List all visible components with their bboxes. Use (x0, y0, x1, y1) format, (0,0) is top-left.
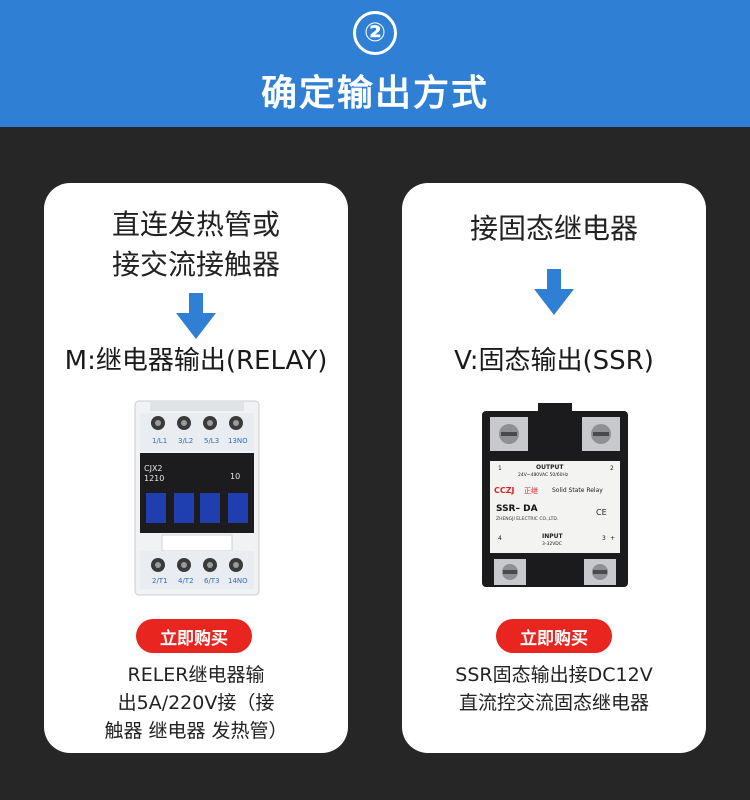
brand-logo: CCZJ (494, 486, 515, 495)
arrow-down-icon (176, 293, 216, 339)
terminal-label: 6/T3 (204, 577, 220, 585)
buy-now-button[interactable]: 立即购买 (496, 619, 612, 653)
terminal-number: 1 (498, 465, 502, 472)
page-title: 确定输出方式 (260, 73, 489, 114)
contactor-product-image: 1/L1 3/L2 5/L3 13NO CJX2 1210 10 2/T1 4/… (134, 400, 260, 596)
card-heading-line: 直连发热管或 (111, 208, 280, 241)
relay-output-card: 直连发热管或 接交流接触器 M:继电器输出(RELAY) 1/L1 3/L2 5… (44, 183, 348, 753)
description-line: SSR固态输出接DC12V (455, 664, 653, 686)
description-line: 触器 继电器 发热管） (104, 720, 288, 742)
card-heading-line: 接固态继电器 (469, 212, 638, 245)
polarity-mark: + (610, 535, 615, 542)
description-line: 出5A/220V接（接 (117, 692, 275, 714)
terminal-label: 5/L3 (204, 437, 219, 445)
solid-state-relay-product-image: 1 OUTPUT 24V~480VAC 50/60Hz 2 CCZJ 正继 So… (482, 403, 628, 587)
input-rating: 3-32VDC (542, 541, 562, 547)
model-label: 1210 (144, 474, 164, 483)
description-line: RELER继电器输 (127, 664, 265, 686)
terminal-label: 4/T2 (178, 577, 194, 585)
product-type-label: Solid State Relay (552, 487, 603, 494)
terminal-label: 14NO (228, 577, 248, 585)
terminal-number: 4 (498, 535, 502, 542)
terminal-number: 2 (610, 465, 614, 472)
output-label: OUTPUT (536, 464, 564, 471)
output-mode-label: M:继电器输出(RELAY) (64, 346, 328, 376)
brand-logo: 正继 (524, 486, 538, 495)
header-banner: ② 确定输出方式 (0, 0, 750, 127)
input-label: INPUT (542, 533, 564, 540)
buy-now-button[interactable]: 立即购买 (136, 619, 252, 653)
card-heading: 直连发热管或 接交流接触器 (44, 205, 348, 285)
card-heading: 接固态继电器 (402, 209, 706, 249)
output-mode-label: V:固态输出(SSR) (454, 346, 654, 376)
product-description: SSR固态输出接DC12V 直流控交流固态继电器 (402, 661, 706, 717)
model-label: 10 (230, 472, 240, 481)
step-number-badge: ② (353, 11, 397, 55)
manufacturer-label: ZHENGJI ELECTRIC CO.,LTD. (496, 516, 558, 522)
description-line: 直流控交流固态继电器 (458, 692, 649, 714)
model-label: CJX2 (144, 464, 163, 473)
card-heading-line: 接交流接触器 (111, 248, 280, 281)
model-label: SSR– DA (496, 504, 538, 514)
terminal-number: 3 (602, 535, 606, 542)
output-rating: 24V~480VAC 50/60Hz (518, 472, 569, 478)
terminal-label: 1/L1 (152, 437, 167, 445)
ce-mark: CE (596, 508, 607, 517)
terminal-label: 3/L2 (178, 437, 193, 445)
terminal-label: 2/T1 (152, 577, 168, 585)
ssr-output-card: 接固态继电器 V:固态输出(SSR) 1 OUTPUT 24V~480VAC 5… (402, 183, 706, 753)
product-description: RELER继电器输 出5A/220V接（接 触器 继电器 发热管） (44, 661, 348, 745)
arrow-down-icon (534, 269, 574, 315)
terminal-label: 13NO (228, 437, 248, 445)
